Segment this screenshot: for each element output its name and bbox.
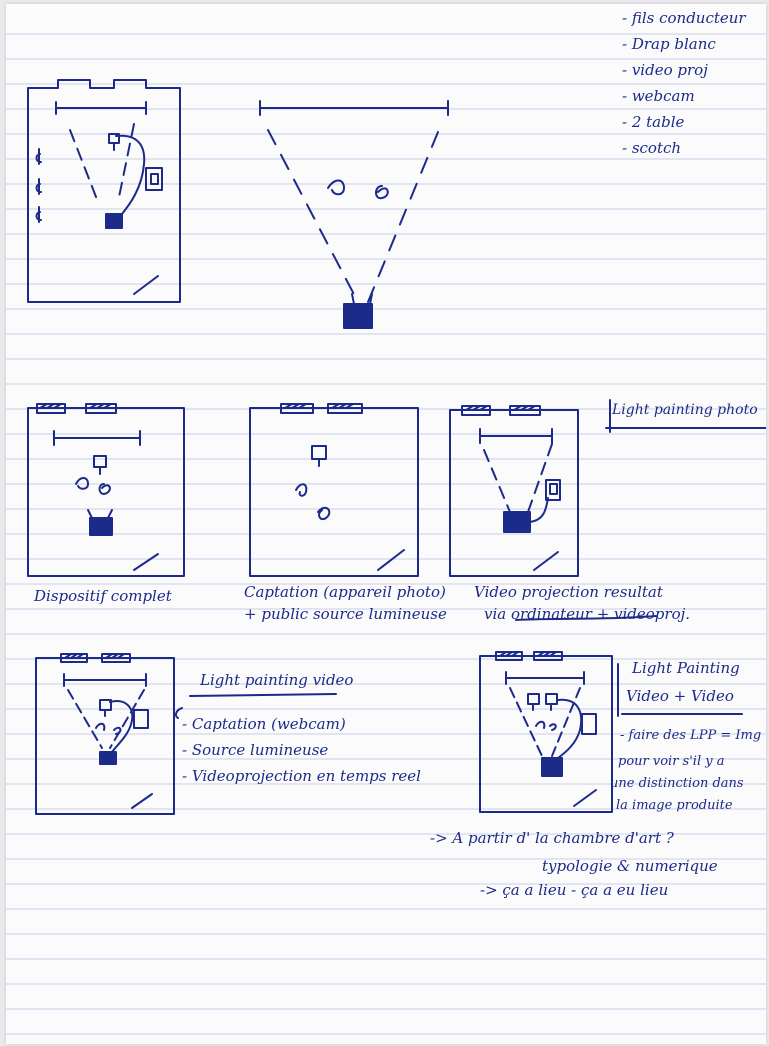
bottom-note: -> A partir d' la chambre d'art ? bbox=[430, 830, 674, 847]
video-video-note: - faire des LPP = Img bbox=[620, 728, 761, 743]
checklist-item: - scotch bbox=[622, 140, 746, 166]
projector-icon bbox=[542, 758, 562, 776]
section-title-line2: Video + Video bbox=[626, 688, 734, 705]
projector-icon bbox=[100, 752, 116, 764]
caption-projection-line2: via ordinateur + videoproj. bbox=[484, 606, 690, 623]
section-title-light-painting-photo: Light painting photo bbox=[612, 402, 758, 419]
video-section-item: - Source lumineuse bbox=[182, 742, 328, 759]
section-title-light-painting-video: Light painting video bbox=[200, 672, 353, 689]
projector-icon bbox=[90, 518, 112, 535]
checklist-item: - video proj bbox=[622, 62, 746, 88]
checklist-item: - 2 table bbox=[622, 114, 746, 140]
checklist: - fils conducteur - Drap blanc - video p… bbox=[622, 10, 746, 166]
projection-cone-sketch bbox=[260, 101, 448, 304]
room-sketch-video-video bbox=[480, 652, 612, 812]
video-video-note: pour voir s'il y a bbox=[618, 754, 724, 769]
video-section-item: - Captation (webcam) bbox=[182, 716, 346, 733]
projector-icon bbox=[106, 214, 122, 228]
title-underline bbox=[190, 694, 336, 696]
caption-capture-line2: + public source lumineuse bbox=[244, 606, 447, 623]
checklist-item: - fils conducteur bbox=[622, 10, 746, 36]
caption-complete: Dispositif complet bbox=[34, 588, 172, 605]
notebook-page: - fils conducteur - Drap blanc - video p… bbox=[6, 4, 766, 1044]
video-video-note: une distinction dans bbox=[610, 776, 744, 791]
room-sketch-complete bbox=[28, 404, 184, 576]
projector-icon bbox=[344, 304, 372, 328]
caption-projection-line1: Video projection resultat bbox=[474, 584, 663, 601]
checklist-item: - Drap blanc bbox=[622, 36, 746, 62]
checklist-item: - webcam bbox=[622, 88, 746, 114]
caption-capture-line1: Captation (appareil photo) bbox=[244, 584, 446, 601]
video-section-item: - Videoprojection en temps reel bbox=[182, 768, 421, 785]
room-sketch-capture bbox=[250, 404, 418, 576]
room-sketch-top-left bbox=[28, 80, 180, 302]
room-sketch-projection bbox=[450, 406, 578, 576]
section-title-line1: Light Painting bbox=[632, 660, 740, 677]
bottom-note: typologie & numerique bbox=[542, 858, 718, 875]
bottom-note: -> ça a lieu - ça a eu lieu bbox=[480, 882, 668, 899]
video-video-note: la image produite bbox=[616, 798, 733, 813]
projector-icon bbox=[504, 512, 530, 532]
